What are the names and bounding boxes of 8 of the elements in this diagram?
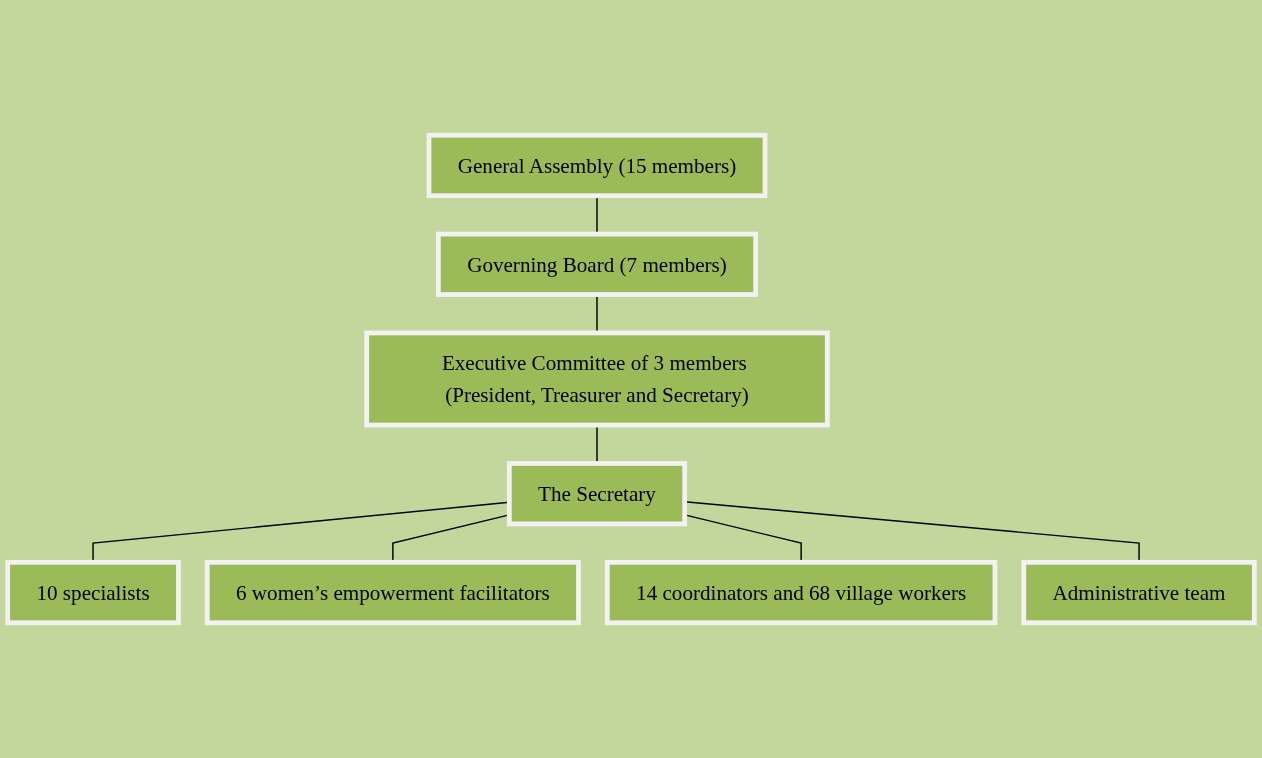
node-box: 6 women’s empowerment facilitators: [204, 559, 581, 626]
node-box: 10 specialists: [5, 559, 181, 626]
node-box: The Secretary: [506, 461, 688, 527]
node-box: General Assembly (15 members): [426, 132, 768, 199]
node-box: 14 coordinators and 68 village workers: [604, 559, 998, 626]
node-box: Executive Committee of 3 members (President, Treasurer and Secretary): [364, 330, 830, 428]
node-box: Administrative team: [1021, 559, 1257, 626]
node-box: Governing Board (7 members): [435, 231, 759, 297]
